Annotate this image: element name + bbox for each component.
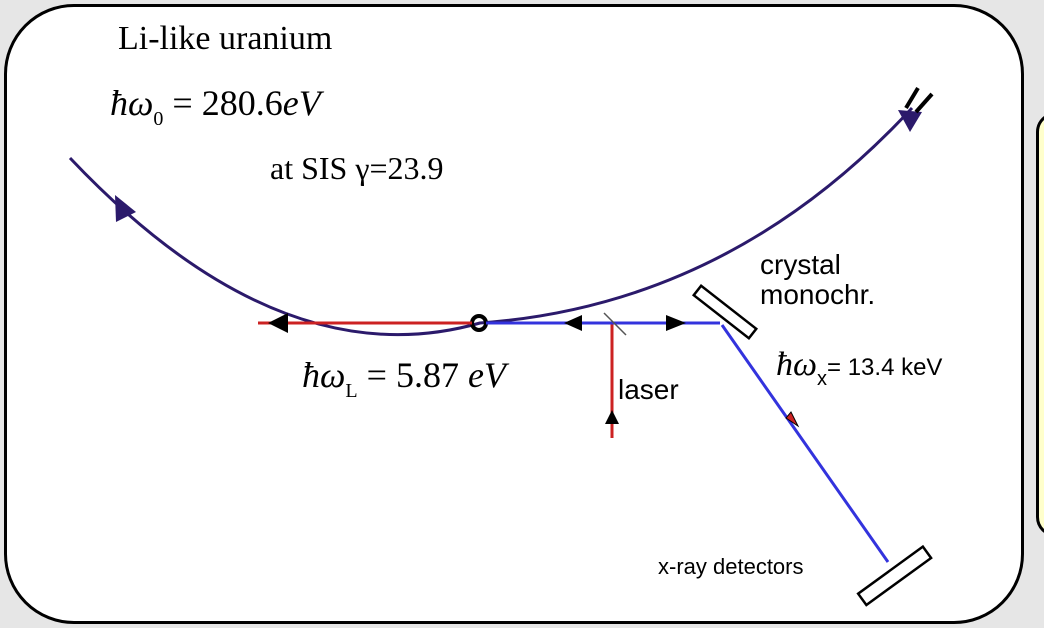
detector-label: x-ray detectors [658, 554, 804, 579]
xray-arrow-2 [666, 315, 686, 331]
ion-beam-arc [68, 106, 914, 337]
xray-arrow-diffracted [785, 411, 800, 428]
exit-mark-1 [904, 86, 920, 110]
crystal-label-line2: monochr. [760, 279, 876, 310]
laser-label: laser [618, 374, 679, 405]
omegaL-subscript: L [345, 380, 358, 402]
omegaX-value: = 13.4 keV [827, 354, 943, 381]
ion-direction-arrow-left [115, 195, 136, 222]
omegaL-value: = 5.87 [366, 355, 459, 395]
ion-species-title: Li-like uranium [118, 20, 333, 57]
omegaL-symbol: ħω [302, 355, 346, 395]
omegaX-subscript: x [817, 368, 828, 390]
omegaX-symbol: ħω [776, 346, 818, 383]
exit-mark-2 [914, 92, 934, 114]
crystal-label: crystal monochr. [760, 250, 875, 310]
laser-arrow-up [605, 410, 619, 424]
omega0-formula: ħω0 = 280.6eV [110, 82, 321, 130]
laser-mirror-mark [603, 312, 627, 336]
omega0-unit: eV [282, 83, 321, 123]
xray-detector [856, 544, 933, 607]
omegaX-formula: ħωx= 13.4 keV [776, 346, 943, 390]
ion-direction-arrow-right [898, 110, 922, 132]
xray-beam-diffracted [720, 324, 890, 563]
crystal-label-line1: crystal [760, 249, 841, 280]
xray-arrow-1 [564, 315, 582, 331]
sis-gamma-label: at SIS γ=23.9 [270, 150, 444, 186]
omegaL-formula: ħωL = 5.87 eV [302, 354, 506, 402]
laser-arrow-left [268, 313, 288, 333]
omegaL-unit: eV [467, 355, 506, 395]
omega0-subscript: 0 [153, 108, 164, 130]
omega0-value: = 280.6 [172, 83, 283, 123]
diagram-frame [4, 4, 1024, 624]
crystal-monochromator [691, 283, 759, 341]
omega0-symbol: ħω [110, 83, 154, 123]
